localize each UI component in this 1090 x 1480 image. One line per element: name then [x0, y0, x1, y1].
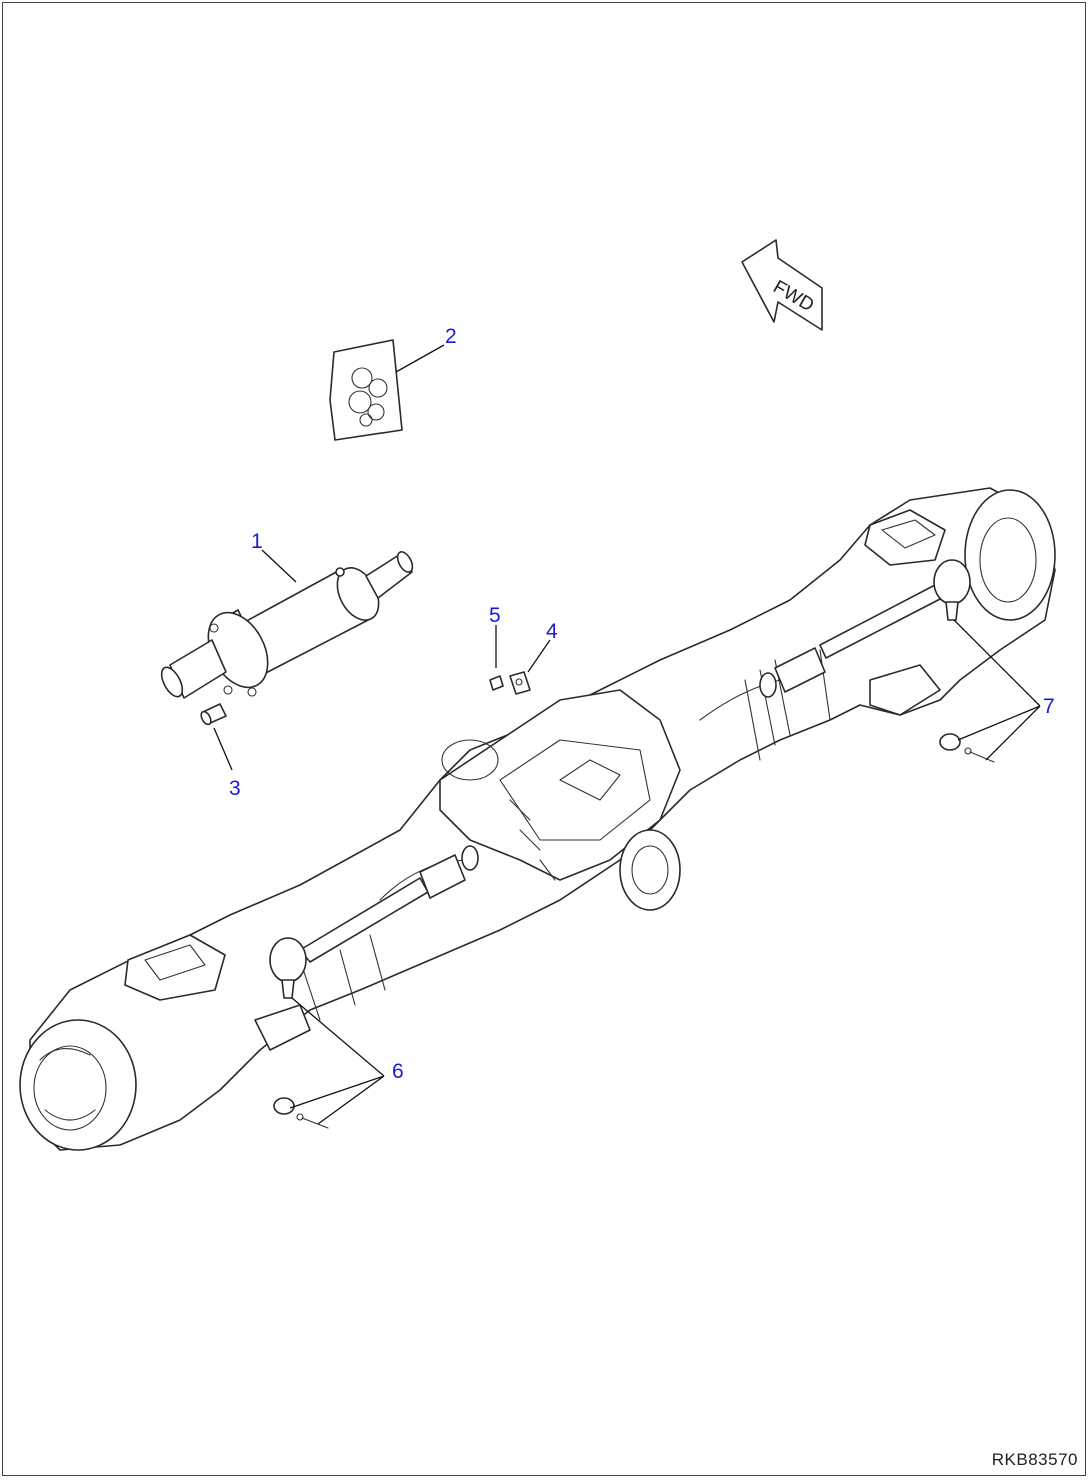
axle-housing [19, 487, 1056, 1151]
callout-7[interactable]: 7 [1043, 695, 1055, 718]
nut-pin-part-6[interactable] [273, 1097, 329, 1129]
bolt-part-3[interactable] [199, 703, 227, 726]
drawing-code: RKB83570 [991, 1450, 1078, 1469]
bolt-part-5[interactable] [489, 675, 504, 691]
nut-pin-part-7[interactable] [939, 733, 995, 763]
bracket-part-4[interactable] [509, 671, 531, 695]
tie-rod-left[interactable] [269, 845, 479, 999]
tie-rod-right[interactable] [759, 559, 971, 698]
callout-6[interactable]: 6 [392, 1060, 404, 1083]
steering-cylinder-part-1[interactable] [157, 549, 415, 699]
callout-4[interactable]: 4 [546, 620, 558, 643]
callout-5[interactable]: 5 [489, 604, 501, 627]
leader-lines [213, 344, 1041, 1125]
fwd-arrow-icon: FWD [741, 239, 823, 331]
callout-2[interactable]: 2 [445, 325, 457, 348]
callout-1[interactable]: 1 [251, 530, 263, 553]
callout-3[interactable]: 3 [229, 777, 241, 800]
seal-kit-part-2[interactable] [329, 339, 403, 441]
